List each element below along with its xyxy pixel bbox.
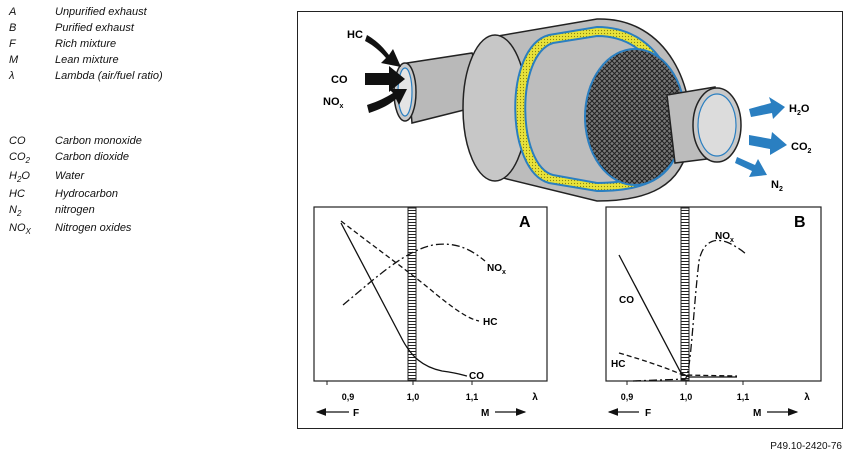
graph-b-hc-label: HC xyxy=(611,359,625,370)
legend-description: Lean mixture xyxy=(55,54,119,66)
legend-description: Carbon monoxide xyxy=(55,135,142,147)
graph-b-tick-1-1: 1,1 xyxy=(737,392,750,402)
arrow-co-in xyxy=(365,66,405,92)
legend-code: N2 xyxy=(9,204,49,218)
arrow-h2o-out xyxy=(749,97,785,119)
legend-code-main: CO xyxy=(9,151,26,163)
legend-description: Rich mixture xyxy=(55,38,117,50)
legend-code-main: HC xyxy=(9,188,25,200)
graph-a-hc-label: HC xyxy=(483,317,497,328)
legend-code-sub: 2 xyxy=(16,175,22,185)
graph-a-nox-curve xyxy=(342,243,486,306)
legend-code-main: CO xyxy=(9,135,26,147)
legend-code-main: NO xyxy=(9,222,26,234)
arrow-co2-out xyxy=(749,132,787,155)
legend-code: H2O xyxy=(9,170,49,184)
output-label-co2: CO2 xyxy=(791,141,812,155)
legend-code: A xyxy=(9,6,17,18)
arrow-n2-out xyxy=(735,157,767,177)
arrow-nox-in xyxy=(367,89,407,113)
graph-b-hc-curve xyxy=(618,352,738,377)
graph-a-hc-curve xyxy=(340,220,480,322)
legend-description: Hydrocarbon xyxy=(55,188,118,200)
legend-code: B xyxy=(9,22,17,34)
graph-b-tick-1-0: 1,0 xyxy=(680,392,693,402)
input-label-nox: NOx xyxy=(323,96,344,110)
input-label-co: CO xyxy=(331,74,348,86)
legend-code-main: H xyxy=(9,170,17,182)
input-arrows xyxy=(365,35,407,113)
graph-a-tick-0-9: 0,9 xyxy=(342,392,355,402)
graph-b-title: B xyxy=(794,214,806,231)
graph-b-lambda-band xyxy=(680,207,690,381)
graph-b-nox-label: NOx xyxy=(715,231,734,244)
legend-code: HC xyxy=(9,188,49,202)
legend-code-main: N xyxy=(9,204,17,216)
graph-a-nox-label: NOx xyxy=(487,263,506,276)
legend-description: Nitrogen oxides xyxy=(55,222,132,234)
graph-b-co-label: CO xyxy=(619,295,634,306)
graph-b-co-curve xyxy=(618,254,737,378)
input-label-hc: HC xyxy=(347,29,363,41)
legend-description: Water xyxy=(55,170,85,182)
graph-a-tick-1-1: 1,1 xyxy=(466,392,479,402)
graph-a-co-curve xyxy=(340,222,468,377)
legend-code: NOX xyxy=(9,222,49,236)
converter-illustration xyxy=(393,18,742,202)
arrow-hc-in xyxy=(365,35,401,67)
legend-code: M xyxy=(9,54,19,66)
legend-code-sub: 2 xyxy=(25,156,30,166)
graph-a: A NOx HC CO 0,9 1,0 1,1 λ F M xyxy=(313,206,548,419)
graph-a-lambda-label: λ xyxy=(532,392,538,403)
legend-description: Unpurified exhaust xyxy=(55,6,147,18)
graph-a-lean-label: M xyxy=(481,408,489,419)
diagram-frame xyxy=(297,11,843,429)
graph-b-tick-0-9: 0,9 xyxy=(621,392,634,402)
graph-a-title: A xyxy=(519,214,531,231)
figure-reference-code: P49.10-2420-76 xyxy=(770,441,842,452)
output-label-n2: N2 xyxy=(771,179,783,193)
legend-code: λ xyxy=(9,70,15,82)
legend-code: CO2 xyxy=(9,151,49,165)
output-arrows xyxy=(735,97,787,177)
graph-a-rich-label: F xyxy=(353,408,359,419)
graph-b-lean-label: M xyxy=(753,408,761,419)
graph-b: B NOx CO HC 0,9 1,0 1,1 λ F M xyxy=(605,206,822,419)
legend-code-sub: 2 xyxy=(16,209,22,219)
catalytic-converter-diagram: HC CO NOx H2O CO2 N2 A NOx HC CO 0,9 1,0… xyxy=(313,18,822,419)
graph-a-box xyxy=(313,206,548,382)
graph-a-lambda-band xyxy=(407,207,417,381)
graph-a-co-label: CO xyxy=(469,371,484,382)
legend-code-sub: X xyxy=(25,227,31,237)
legend-code-after: O xyxy=(21,170,30,182)
graph-b-lambda-label: λ xyxy=(804,392,810,403)
graph-b-rich-label: F xyxy=(645,408,651,419)
legend-description: Carbon dioxide xyxy=(55,151,129,163)
legend-description: Purified exhaust xyxy=(55,22,134,34)
graph-b-box xyxy=(605,206,822,382)
legend-description: nitrogen xyxy=(55,204,95,216)
legend-code: F xyxy=(9,38,16,50)
legend-description: Lambda (air/fuel ratio) xyxy=(55,70,163,82)
graph-a-tick-1-0: 1,0 xyxy=(407,392,420,402)
legend-code: CO xyxy=(9,135,49,149)
graph-b-nox-curve xyxy=(632,239,748,382)
output-label-h2o: H2O xyxy=(789,103,810,117)
